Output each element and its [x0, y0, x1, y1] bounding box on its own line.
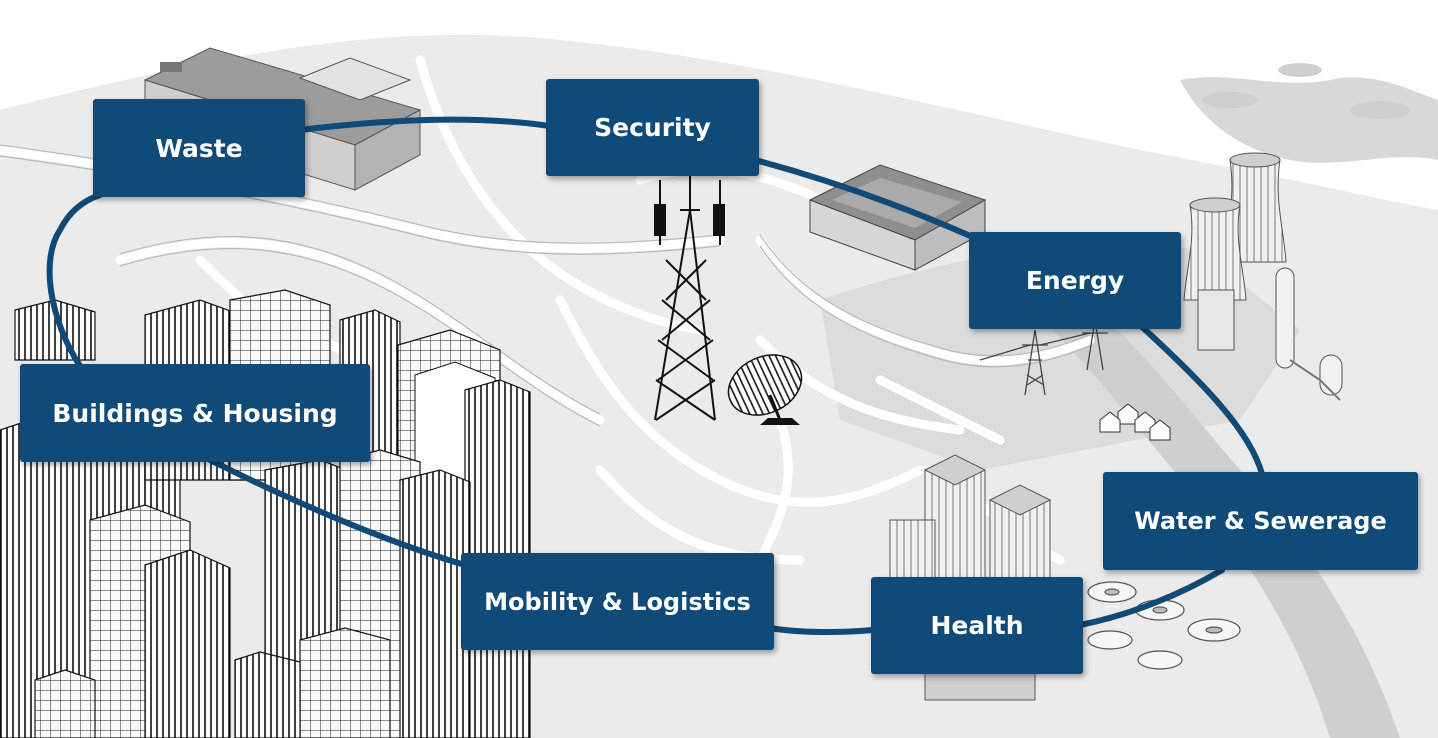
connector-waste-security: [297, 116, 553, 133]
connection-loop: [46, 116, 1265, 636]
houses-icon: [1099, 403, 1171, 441]
skyscraper-icon: [0, 289, 531, 738]
node-label: Buildings & Housing: [52, 398, 338, 428]
node-label: Security: [594, 113, 711, 142]
node-label: Waste: [155, 133, 243, 163]
water-treatment-icon: [1087, 581, 1241, 670]
connector-security-energy: [752, 157, 978, 241]
node-buildings-housing: Buildings & Housing: [20, 364, 370, 462]
connector-buildings-waste: [46, 192, 103, 369]
node-health: Health: [871, 577, 1083, 674]
connector-health-mobility: [767, 625, 876, 636]
node-label: Mobility & Logistics: [484, 587, 751, 616]
node-label: Water & Sewerage: [1134, 507, 1387, 535]
connector-mobility-buildings: [207, 457, 468, 568]
node-label: Energy: [1025, 266, 1125, 295]
power-plant-icon: [1183, 152, 1343, 401]
node-mobility-logistics: Mobility & Logistics: [461, 553, 774, 650]
connector-water-health: [1077, 567, 1225, 628]
satellite-dish-icon: [727, 354, 803, 426]
node-label: Health: [930, 611, 1024, 640]
node-energy: Energy: [969, 232, 1181, 329]
node-waste: Waste: [93, 99, 305, 197]
node-security: Security: [546, 79, 759, 176]
node-water-sewerage: Water & Sewerage: [1103, 472, 1418, 570]
connector-energy-water: [1137, 322, 1265, 477]
